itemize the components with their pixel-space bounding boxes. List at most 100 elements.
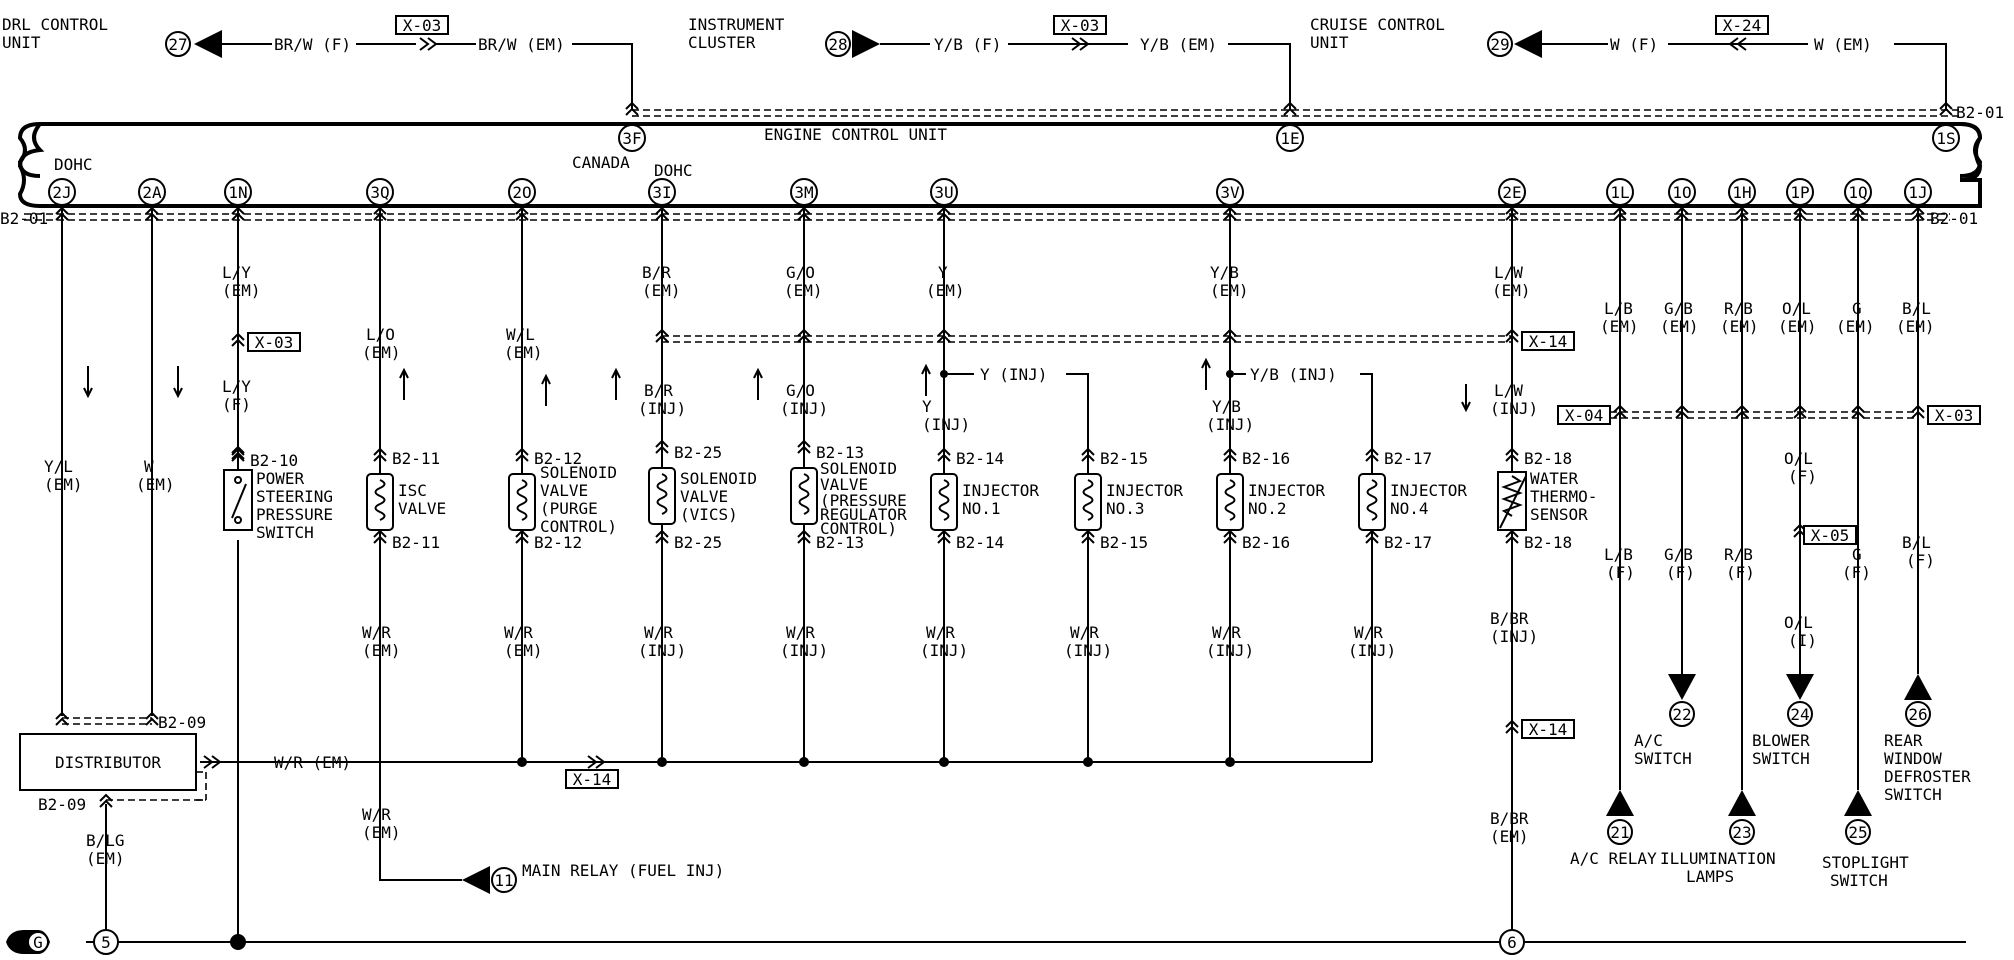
rw-lb-em-2: (EM) (1600, 317, 1639, 336)
wr-3q-1: W/R (362, 623, 391, 642)
wire-yb-em-2: (EM) (1210, 281, 1249, 300)
ecu-pin-13 (1786, 178, 1814, 206)
instrument-cluster-section: INSTRUMENT CLUSTER 28 Y/B (F) X-03 Y/B (… (688, 15, 1291, 110)
ecu-pin-label-3: 3Q (370, 183, 389, 202)
wire-bbr-inj-2: (INJ) (1490, 627, 1538, 646)
rw-ol-f-1: O/L (1784, 449, 1813, 468)
node-26 (1905, 701, 1931, 727)
purge-solenoid-valve: B2-12 SOLENOID VALVE (PURGE CONTROL) B2-… (508, 448, 617, 552)
rw-gb-f-1: G/B (1664, 545, 1693, 564)
rw-ol-em-1: O/L (1782, 299, 1811, 318)
wire-w-2: (EM) (136, 475, 175, 494)
node-28 (825, 31, 851, 57)
wire-blg-1: B/LG (86, 831, 125, 850)
prc-label-3: (PRESSURE (820, 491, 907, 510)
rw-ol-em-2: (EM) (1778, 317, 1817, 336)
prc-conn-top: B2-13 (816, 443, 864, 462)
isc-conn-bot: B2-11 (392, 533, 440, 552)
wts-conn-bot: B2-18 (1524, 533, 1572, 552)
node-24-label: 24 (1790, 705, 1809, 724)
ecu-pin-label-6: 3M (794, 183, 813, 202)
inst-wire-f: Y/B (F) (934, 35, 1001, 54)
arrow-up-icon (1728, 790, 1756, 816)
node-27-label: 27 (168, 35, 187, 54)
wire-ly-f-1: L/Y (222, 377, 251, 396)
vics-solenoid-valve: B2-25 SOLENOID VALVE (VICS) B2-25 (648, 440, 757, 552)
rw-ol-f-2: (F) (1788, 467, 1817, 486)
vics-conn-bot: B2-25 (674, 533, 722, 552)
ecu-pin-11 (1668, 178, 1696, 206)
arrow-left-icon (1514, 30, 1542, 58)
prc-label-1: SOLENOID (820, 459, 897, 478)
ecu-conn-right: B2-01 (1930, 209, 1978, 228)
ecu-pin-5 (648, 178, 676, 206)
pin-3f-label: 3F (622, 129, 641, 148)
arrow-right-icon (852, 30, 880, 58)
power-steering-switch: B2-10 POWER STEERING PRESSURE SWITCH (223, 448, 333, 542)
ecu-pin-label-12: 1H (1732, 183, 1751, 202)
rw-ol-i-1: O/L (1784, 613, 1813, 632)
node-29 (1487, 31, 1513, 57)
defroster-label-4: SWITCH (1884, 785, 1942, 804)
ecu-pin-15 (1904, 178, 1932, 206)
wire-wl-2: (EM) (504, 343, 543, 362)
rw-lb-f-1: L/B (1604, 545, 1633, 564)
ground-junction (230, 934, 246, 950)
wr-3u-2: (INJ) (920, 641, 968, 660)
ecu-pin-1 (138, 178, 166, 206)
ecu-output-wires: Y/L (EM) W (EM) L/Y (EM) X-03 L/Y (F) L/… (44, 206, 1575, 946)
ecu-pin-0 (48, 178, 76, 206)
ecu-conn-left: B2-01 (0, 209, 48, 228)
prc-label-4: REGULATOR (820, 505, 907, 524)
inst-label-1: INSTRUMENT (688, 15, 785, 34)
wts-conn-top: B2-18 (1524, 449, 1572, 468)
drl-wire-f: BR/W (F) (274, 35, 351, 54)
inj2-conn-top: B2-16 (1242, 449, 1290, 468)
node-25-label: 25 (1848, 823, 1867, 842)
wr-3i-1: W/R (644, 623, 673, 642)
cruise-control-section: CRUISE CONTROL UNIT 29 W (F) X-24 W (EM) (1310, 15, 1947, 110)
pin-1s (1932, 124, 1960, 152)
wire-ly-f-2: (F) (222, 395, 251, 414)
pss-label-4: SWITCH (256, 523, 314, 542)
wire-yb-inj-1: Y/B (1212, 397, 1241, 416)
drl-control-unit-section: DRL CONTROL UNIT 27 BR/W (F) X-03 BR/W (… (2, 15, 633, 110)
node-26-label: 26 (1908, 705, 1927, 724)
illum-label-1: ILLUMINATION (1660, 849, 1776, 868)
inj3-label-2: NO.3 (1106, 499, 1145, 518)
node-22-label: 22 (1672, 705, 1691, 724)
rw-gb-em-2: (EM) (1660, 317, 1699, 336)
x14-conn-mid: X-14 (1529, 332, 1568, 351)
wire-yb-inj-2: (INJ) (1206, 415, 1254, 434)
defroster-label-3: DEFROSTER (1884, 767, 1971, 786)
inst-label-2: CLUSTER (688, 33, 756, 52)
isc-label-1: ISC (398, 481, 427, 500)
wire-lo-1: L/O (366, 325, 395, 344)
inst-conn-label: X-03 (1061, 16, 1100, 35)
wr-mr-1: W/R (362, 805, 391, 824)
wire-y-inj-1: Y (922, 397, 932, 416)
wire-ly-em-1: L/Y (222, 263, 251, 282)
node-29-label: 29 (1490, 35, 1509, 54)
engine-control-unit: ENGINE CONTROL UNIT CANADA DOHC DOHC (17, 122, 1983, 208)
arrow-down-icon (1786, 674, 1814, 700)
ac-switch-label-2: SWITCH (1634, 749, 1692, 768)
prc-conn-bot: B2-13 (816, 533, 864, 552)
node-5-label: 5 (101, 933, 111, 952)
rw-bl-f-2: (F) (1906, 551, 1935, 570)
ecu-pin-label-8: 3V (1220, 183, 1240, 202)
wire-go-em-2: (EM) (784, 281, 823, 300)
pss-conn-top: B2-10 (250, 451, 298, 470)
purge-label-4: CONTROL) (540, 517, 617, 536)
right-side-wires: L/B (EM) G/B (EM) R/B (EM) O/L (EM) G (E… (1557, 206, 1981, 890)
rw-rb-em-1: R/B (1724, 299, 1753, 318)
cruise-wire-em: W (EM) (1814, 35, 1872, 54)
isc-label-2: VALVE (398, 499, 446, 518)
wire-yl-2: (EM) (44, 475, 83, 494)
ecu-pin-label-7: 3U (934, 183, 953, 202)
wire-lw-inj-2: (INJ) (1490, 399, 1538, 418)
rw-rb-em-2: (EM) (1720, 317, 1759, 336)
inj1-conn-top: B2-14 (956, 449, 1004, 468)
ecu-pin-label-11: 1O (1672, 183, 1691, 202)
